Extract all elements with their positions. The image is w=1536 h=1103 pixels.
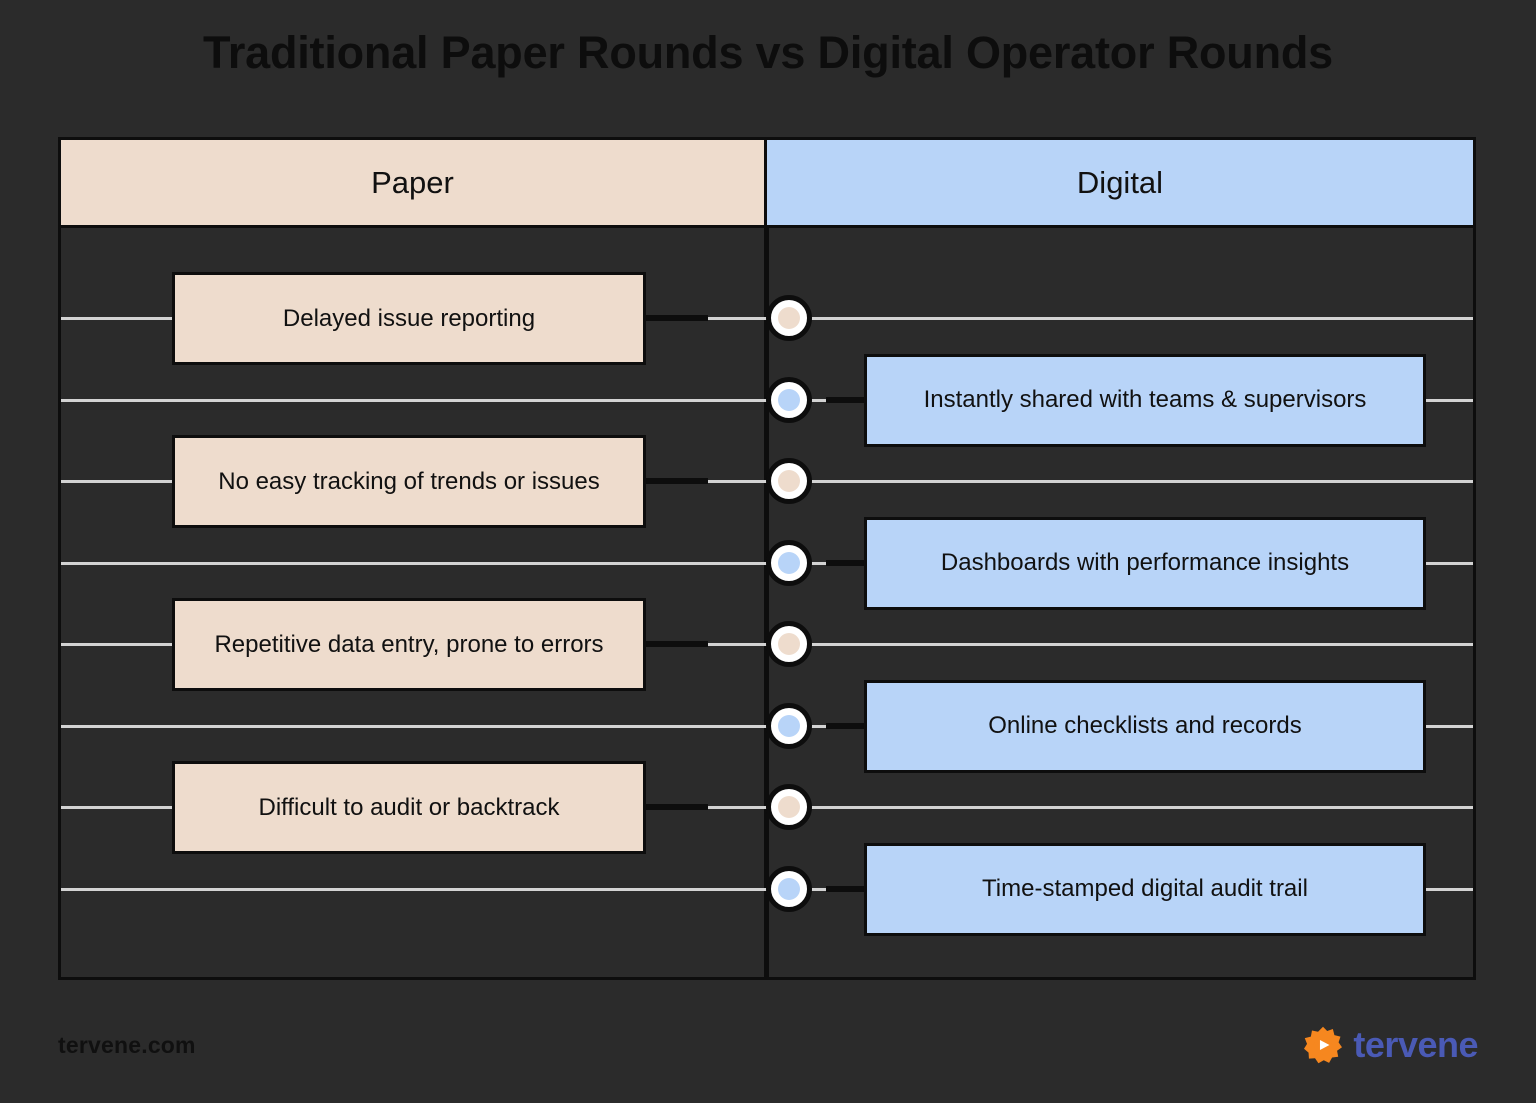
node-dot-digital — [766, 539, 812, 586]
column-header-paper: Paper — [61, 140, 767, 225]
node-dot-paper — [766, 458, 812, 504]
node-dot-core — [778, 388, 800, 411]
item-box-paper[interactable]: Delayed issue reporting — [172, 272, 646, 365]
node-dot-core — [778, 796, 800, 818]
item-box-digital[interactable]: Online checklists and records — [864, 679, 1426, 773]
item-box-paper[interactable]: Difficult to audit or backtrack — [172, 761, 646, 854]
footer-website-url: tervene.com — [58, 1032, 196, 1058]
item-box-paper[interactable]: No easy tracking of trends or issues — [172, 435, 646, 528]
node-dot-core — [778, 551, 800, 574]
connector-line — [588, 478, 708, 484]
node-dot-core — [778, 714, 800, 737]
connector-line — [826, 559, 866, 566]
column-header-digital: Digital — [767, 140, 1473, 225]
node-dot-core — [778, 470, 800, 492]
node-dot-paper — [766, 295, 812, 341]
item-box-digital[interactable]: Instantly shared with teams & supervisor… — [864, 353, 1426, 447]
node-dot-digital — [766, 865, 812, 912]
connector-line — [588, 315, 708, 321]
item-box-digital[interactable]: Dashboards with performance insights — [864, 516, 1426, 610]
connector-line — [826, 885, 866, 892]
node-dot-digital — [766, 702, 812, 749]
brand-logo: tervene — [1304, 1026, 1478, 1064]
gear-play-icon — [1304, 1026, 1343, 1064]
node-dot-core — [778, 877, 800, 900]
node-dot-digital — [766, 376, 812, 423]
connector-line — [826, 396, 866, 403]
connector-line — [826, 722, 866, 729]
page-title: Traditional Paper Rounds vs Digital Oper… — [203, 27, 1333, 78]
node-dot-paper — [766, 621, 812, 667]
brand-wordmark: tervene — [1353, 1024, 1478, 1065]
center-divider-line — [764, 228, 769, 980]
item-box-paper[interactable]: Repetitive data entry, prone to errors — [172, 598, 646, 691]
node-dot-core — [778, 633, 800, 655]
comparison-header-row: Paper Digital — [61, 140, 1473, 228]
node-dot-core — [778, 307, 800, 329]
node-dot-paper — [766, 784, 812, 830]
connector-line — [588, 804, 708, 810]
connector-line — [588, 641, 708, 647]
item-box-digital[interactable]: Time-stamped digital audit trail — [864, 842, 1426, 936]
